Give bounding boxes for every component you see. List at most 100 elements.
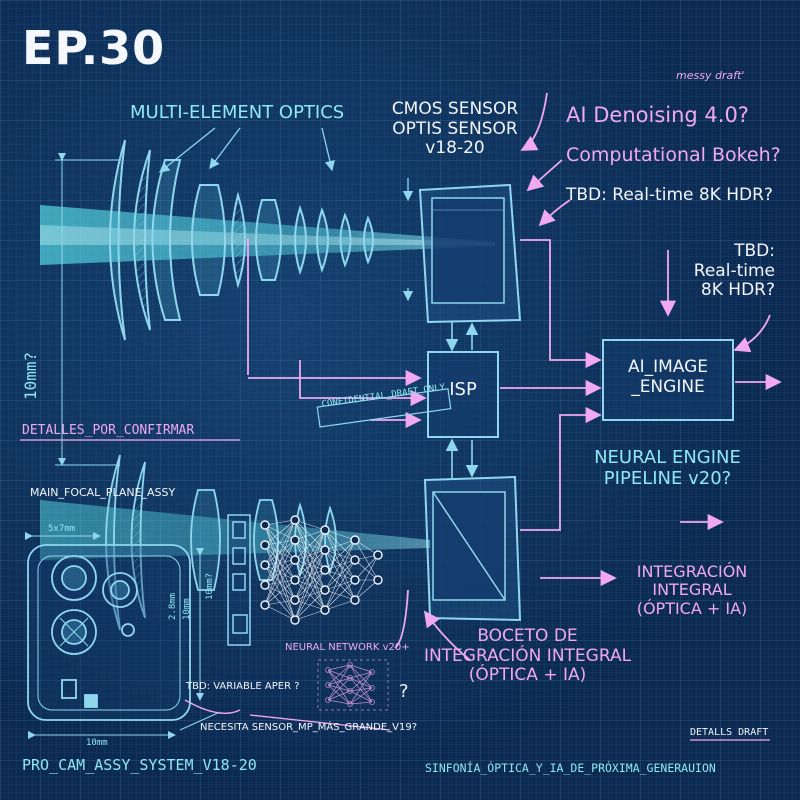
nn-node [290,515,300,525]
nn-edge [324,539,356,591]
nn-node [290,555,300,565]
nn-edge [354,539,379,581]
tbd-8k-hdr-note: TBD: Real-time 8K HDR? [566,185,773,205]
tbd-variable-aper-note: TBD: VARIABLE APER ? [186,681,300,692]
sketch-edge [327,684,351,692]
nn-edge [324,579,356,611]
nn-edge [264,519,296,586]
boceto-label: BOCETO DE INTEGRACIÓN INTEGRAL (ÓPTICA +… [423,626,632,686]
nn-node [260,560,270,570]
nn-node [350,535,360,545]
sketch-edge [349,664,373,673]
nn-edge [264,519,296,526]
sketch-edge [349,671,373,692]
necesita-sensor-note: NECESITA SENSOR_MP_MÁS_GRANDE_V19? [200,722,418,733]
sketch-edge [349,664,373,703]
callout-lines [20,439,770,741]
nn-edge [324,539,356,551]
integracion-label: INTEGRACIÓN INTEGRAL (ÓPTICA + IA) [636,562,748,618]
sketch-network [317,659,389,711]
isp-box [427,351,499,438]
neural-network-nodes [260,515,383,625]
bottom-dimension-label: 10mm [86,738,108,748]
lens-group-upper [109,139,374,341]
episode-title: EP.30 [22,21,166,75]
messy-draft-note: messy draft' [676,69,745,82]
nn-edge [264,519,296,606]
nn-node [290,535,300,545]
sketch-edge [327,664,351,671]
side-dimension-label-c: 2.8mm [168,592,178,620]
sketch-node [369,669,375,675]
nn-node [260,520,270,530]
cmos-sensor-lower [423,475,522,622]
nn-node [260,600,270,610]
nn-node [290,575,300,585]
nn-edge [294,519,326,531]
nn-edge [294,549,326,621]
neural-network-label: NEURAL NETWORK v20+ [285,642,410,653]
isp-connectors [445,322,479,478]
nn-node [320,605,330,615]
nn-edge [324,529,356,541]
nn-edge [294,569,326,621]
sketch-edge [349,690,373,703]
sketch-edge [349,687,373,705]
nn-edge [294,529,326,541]
ai-denoising-note: AI Denoising 4.0? [566,103,749,127]
nn-edge [294,529,326,601]
nn-edge [324,599,356,611]
nn-node [290,615,300,625]
main-focal-plane-label: MAIN_FOCAL_PLANE_ASSY [30,486,176,499]
nn-edge [264,519,296,546]
detalls-draft-note: DETALLS DRAFT [690,727,769,738]
question-mark: ? [399,681,409,702]
sketch-edge [349,687,373,692]
detalles-note: DETALLES_POR_CONFIRMAR [22,423,195,438]
nn-edge [294,589,326,621]
sketch-node [347,688,353,694]
sketch-edge [327,677,351,701]
nn-node [320,585,330,595]
nn-node [373,575,383,585]
sketch-edge [349,701,373,705]
nn-edge [264,519,296,566]
footer-left-label: PRO_CAM_ASSY_SYSTEM_V18-20 [22,756,257,774]
side-dimension-label-a: 10mm? [205,572,215,600]
sketch-edge [327,677,351,686]
side-dimension-label-b: 10mm [182,598,192,620]
cmos-sensor-label: CMOS SENSOR OPTIS SENSOR v18-20 [391,99,519,159]
sketch-node [347,675,353,681]
computational-bokeh-note: Computational Bokeh? [566,144,781,166]
nn-edge [264,559,296,606]
sketch-edge [327,699,351,705]
nn-edge [354,554,379,581]
nn-edge [264,539,296,606]
nn-edge [354,559,379,581]
nn-edge [354,579,379,601]
optics-pointers [158,127,414,302]
sketch-edge [349,664,373,689]
nn-edge [294,609,326,621]
sketch-edge [327,669,351,692]
nn-node [320,565,330,575]
height-dimension-label: 10mm? [21,351,40,400]
focal-plane-assy [227,514,251,646]
phone-dimension-lines [25,532,221,739]
tbd-8k-hdr-block: TBD: Real-time 8K HDR? [693,241,775,301]
sketch-edge [349,677,373,689]
sketch-edge [327,690,351,701]
cmos-sensor-upper [418,183,522,324]
nn-node [350,595,360,605]
nn-edge [264,599,296,606]
nn-edge [324,539,356,571]
nn-node [350,555,360,565]
sketch-node [347,701,353,707]
sketch-edge [327,664,351,701]
sketch-edge [349,671,373,705]
confidential-stamp [316,388,452,428]
sketch-edge [327,669,351,679]
nn-edge [324,539,356,611]
